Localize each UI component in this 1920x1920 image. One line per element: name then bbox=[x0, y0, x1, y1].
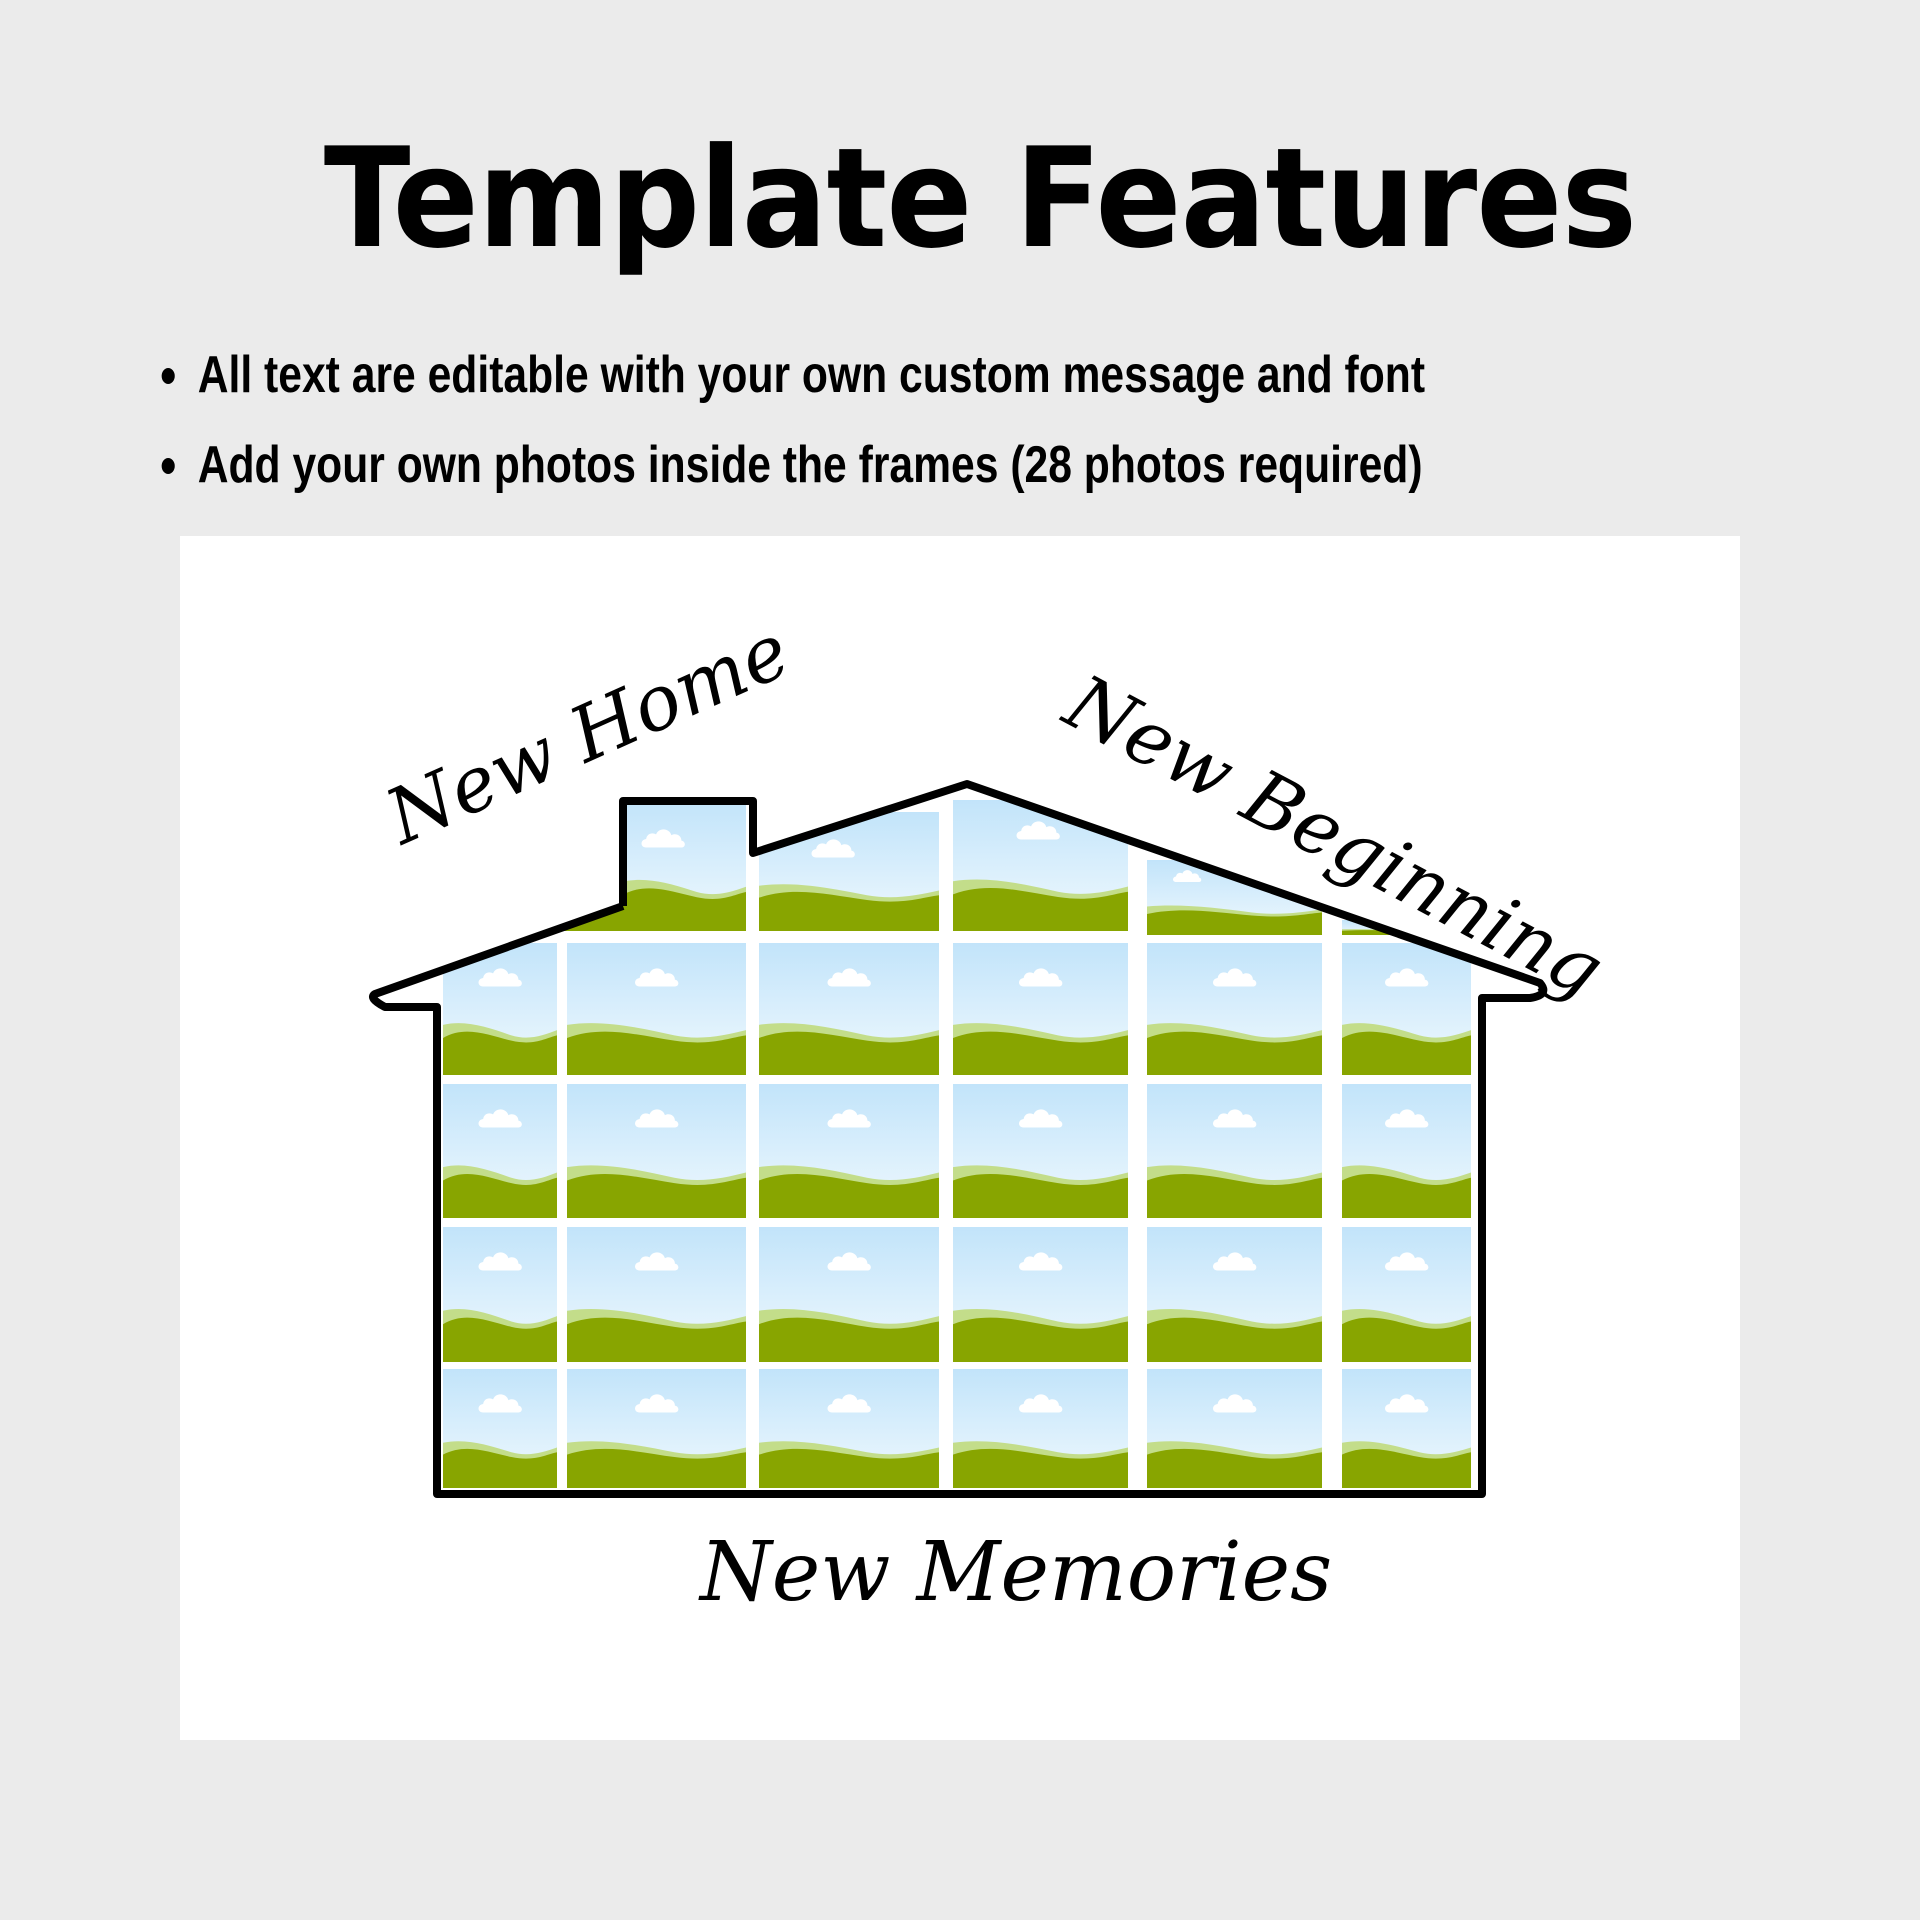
photo-slot[interactable] bbox=[1342, 943, 1471, 1075]
feature-item-editable-text: All text are editable with your own cust… bbox=[160, 330, 1425, 420]
page-title: Template Features bbox=[323, 118, 1637, 279]
photo-slot[interactable] bbox=[1342, 1369, 1471, 1488]
photo-slot[interactable] bbox=[567, 1084, 746, 1218]
photo-slot[interactable] bbox=[759, 812, 939, 931]
photo-slot[interactable] bbox=[953, 800, 1128, 931]
photo-slot[interactable] bbox=[953, 1369, 1128, 1488]
photo-slot[interactable] bbox=[1147, 1084, 1322, 1218]
photo-slot[interactable] bbox=[759, 1084, 939, 1218]
photo-slot[interactable] bbox=[443, 860, 623, 931]
feature-item-photos: Add your own photos inside the frames (2… bbox=[160, 420, 1425, 510]
photo-slot[interactable] bbox=[567, 943, 746, 1075]
photo-slot[interactable] bbox=[759, 1369, 939, 1488]
photo-slot[interactable] bbox=[759, 943, 939, 1075]
photo-slot[interactable] bbox=[953, 1227, 1128, 1362]
photo-slot[interactable] bbox=[567, 1227, 746, 1362]
photo-slot[interactable] bbox=[953, 1084, 1128, 1218]
feature-list: All text are editable with your own cust… bbox=[160, 330, 1703, 510]
photo-slot[interactable] bbox=[1342, 1227, 1471, 1362]
photo-slot[interactable] bbox=[1147, 1227, 1322, 1362]
text-new-memories[interactable]: New Memories bbox=[698, 1525, 1332, 1620]
photo-slot[interactable] bbox=[443, 1084, 557, 1218]
photo-slot[interactable] bbox=[443, 1227, 557, 1362]
photo-slot[interactable] bbox=[1147, 943, 1322, 1075]
photo-slot[interactable] bbox=[953, 943, 1128, 1075]
photo-slot[interactable] bbox=[443, 1369, 557, 1488]
photo-slot[interactable] bbox=[1147, 1369, 1322, 1488]
photo-slot[interactable] bbox=[623, 801, 746, 931]
photo-slot[interactable] bbox=[567, 1369, 746, 1488]
photo-slot[interactable] bbox=[759, 1227, 939, 1362]
photo-slot[interactable] bbox=[1342, 1084, 1471, 1218]
house-outline bbox=[369, 780, 1548, 1498]
text-new-beginning[interactable]: New Beginning bbox=[1050, 656, 1618, 1015]
